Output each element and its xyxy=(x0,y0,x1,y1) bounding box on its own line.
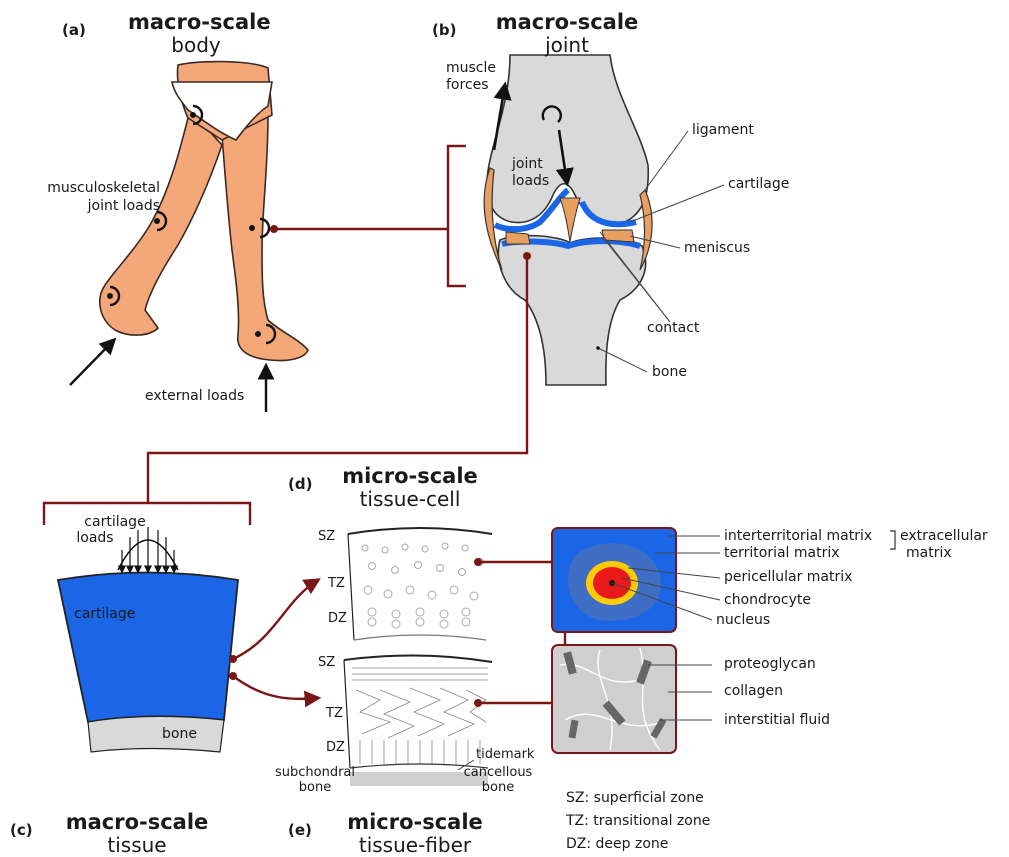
e-zone-sz: SZ xyxy=(318,656,335,671)
joint-loads-label: joint loads xyxy=(10,198,160,214)
legend-dz: DZ: deep zone xyxy=(566,836,668,852)
cancellous-label-2: bone xyxy=(458,781,538,796)
tissue-block xyxy=(58,527,238,752)
cartilage-loads-label-1: cartilage xyxy=(70,514,160,530)
extracellular-label-2: matrix xyxy=(906,545,952,561)
connector-c-de xyxy=(229,580,318,699)
legend-tz: TZ: transitional zone xyxy=(566,813,710,829)
panel-e-level: tissue-fiber xyxy=(340,834,490,857)
meniscus-label: meniscus xyxy=(684,240,750,256)
cancellous-label-1: cancellous xyxy=(458,766,538,781)
tibia xyxy=(498,236,645,385)
interterritorial-label: interterritorial matrix xyxy=(724,528,872,544)
cartilage-load-arrows xyxy=(122,527,174,572)
cartilage-label-c: cartilage xyxy=(74,606,135,622)
collagen-label: collagen xyxy=(724,683,783,699)
contact-label: contact xyxy=(647,320,699,336)
panel-b-level: joint xyxy=(492,34,642,57)
forces-label: forces xyxy=(446,77,489,93)
bone-label-b: bone xyxy=(652,364,687,380)
external-loads-label: external loads xyxy=(145,388,244,404)
ligament-label: ligament xyxy=(692,122,754,138)
muscle-label: muscle xyxy=(446,60,496,76)
e-zone-dz: DZ xyxy=(326,741,345,756)
bone-label-c: bone xyxy=(162,726,197,742)
d-zone-sz: SZ xyxy=(318,530,335,545)
external-load-arrow-1 xyxy=(70,340,114,385)
musculoskeletal-label: musculoskeletal xyxy=(10,180,160,196)
panel-c-scale: macro-scale xyxy=(62,810,212,834)
chondrocyte-dots xyxy=(362,543,484,628)
tidemark-label: tidemark xyxy=(476,748,534,763)
d-zone-tz: TZ xyxy=(328,577,345,592)
panel-d-letter: (d) xyxy=(288,476,312,493)
panel-e-letter: (e) xyxy=(288,822,312,839)
panel-a-letter: (a) xyxy=(62,22,86,39)
panel-a-scale: macro-scale xyxy=(128,10,264,34)
subchondral-label-1: subchondral xyxy=(270,766,360,781)
pericellular-label: pericellular matrix xyxy=(724,569,852,585)
territorial-label: territorial matrix xyxy=(724,545,840,561)
legend-sz: SZ: superficial zone xyxy=(566,790,704,806)
body-legs xyxy=(70,62,308,412)
cartilage-loads-label-2: loads xyxy=(70,530,120,546)
proteoglycan-label: proteoglycan xyxy=(724,656,816,672)
meniscus-left xyxy=(506,232,530,244)
interstitial-label: interstitial fluid xyxy=(724,712,830,728)
joint-label: joint xyxy=(512,156,543,172)
cartilage-label-b: cartilage xyxy=(728,176,789,192)
collagen-fibers xyxy=(352,668,488,764)
panel-a-level: body xyxy=(128,34,264,57)
e-zone-tz: TZ xyxy=(326,707,343,722)
panel-b-scale: macro-scale xyxy=(492,10,642,34)
bone-block xyxy=(88,716,224,752)
panel-d-scale: micro-scale xyxy=(340,464,480,488)
chondrocyte-label: chondrocyte xyxy=(724,592,811,608)
d-zone-dz: DZ xyxy=(328,612,347,627)
subchondral-label-2: bone xyxy=(270,781,360,796)
panel-e-scale: micro-scale xyxy=(340,810,490,834)
extracellular-label-1: extracellular xyxy=(900,528,988,544)
front-leg xyxy=(222,115,308,361)
joint-center xyxy=(560,198,580,242)
panel-d-level: tissue-cell xyxy=(340,488,480,511)
cartilage-block xyxy=(58,573,238,723)
connector-a-b xyxy=(270,146,466,286)
nucleus-label: nucleus xyxy=(716,612,770,628)
panel-c-letter: (c) xyxy=(10,822,33,839)
panel-b-letter: (b) xyxy=(432,22,456,39)
loads-label: loads xyxy=(512,173,549,189)
panel-c-level: tissue xyxy=(62,834,212,857)
